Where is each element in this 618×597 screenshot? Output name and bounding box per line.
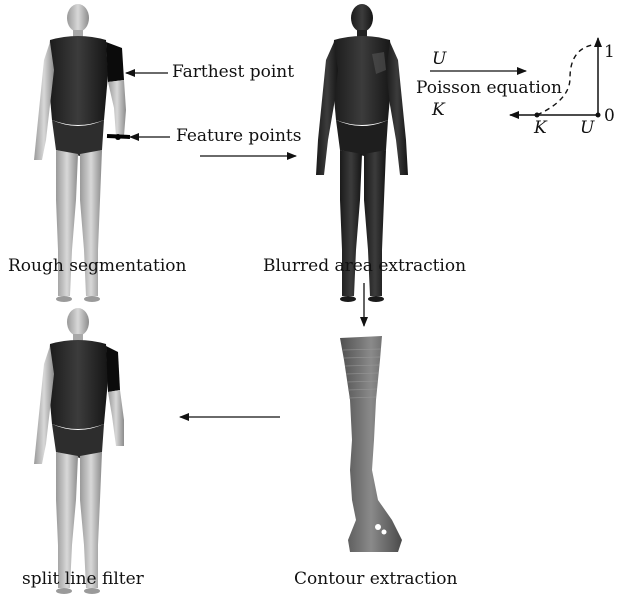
k-axis-label: K bbox=[534, 118, 547, 138]
k-symbol-left: K bbox=[432, 100, 445, 120]
split-line-filter-caption: split line filter bbox=[22, 569, 144, 589]
rough-segmentation-caption: Rough segmentation bbox=[8, 256, 186, 276]
farthest-point-label: Farthest point bbox=[172, 62, 294, 82]
contour-extraction-caption: Contour extraction bbox=[294, 569, 457, 589]
axis-zero-label: 0 bbox=[604, 106, 615, 126]
contour-extraction-figure bbox=[340, 336, 402, 552]
split-line-filter-figure bbox=[34, 308, 124, 594]
blurred-area-extraction-caption: Blurred area extraction bbox=[263, 256, 466, 276]
poisson-equation-label: Poisson equation bbox=[416, 78, 562, 98]
callout-lines bbox=[126, 73, 170, 137]
feature-points-label: Feature points bbox=[176, 126, 302, 146]
axis-one-label: 1 bbox=[604, 42, 615, 62]
u-axis-label: U bbox=[580, 118, 594, 138]
u-symbol-top: U bbox=[432, 49, 446, 69]
